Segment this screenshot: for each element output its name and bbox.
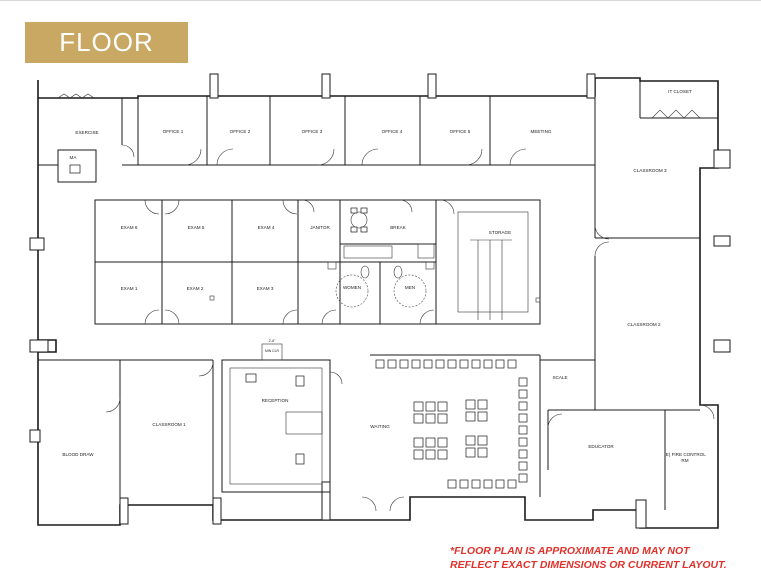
label-storage: STORAGE <box>489 230 511 235</box>
page-title: FLOOR PLAN <box>25 22 188 98</box>
disclaimer-line-2: REFLECT EXACT DIMENSIONS OR CURRENT LAYO… <box>450 559 727 571</box>
label-counter-note: MIN CLR <box>265 349 279 353</box>
top-room-walls <box>37 81 718 240</box>
label-exam-3: EXAM 3 <box>257 286 274 291</box>
label-fire-control-rm: RM <box>681 458 688 463</box>
pilaster <box>29 429 41 443</box>
right-room-walls <box>540 241 715 510</box>
label-office-5: OFFICE 5 <box>450 129 471 134</box>
label-exam-2: EXAM 2 <box>187 286 204 291</box>
floor-plan-diagram: EXERCISE OFFICE 1 OFFICE 2 OFFICE 3 OFFI… <box>29 73 731 529</box>
label-classroom-1: CLASSROOM 1 <box>152 422 186 427</box>
lower-left-walls <box>38 343 343 505</box>
pilaster <box>209 73 219 99</box>
label-classroom-3: CLASSROOM 3 <box>633 168 667 173</box>
waiting-area <box>361 354 541 512</box>
label-classroom-2: CLASSROOM 2 <box>627 322 661 327</box>
disclaimer-line-1: *FLOOR PLAN IS APPROXIMATE AND MAY NOT <box>450 545 690 557</box>
pilaster <box>586 73 596 99</box>
label-break: BREAK <box>390 225 407 230</box>
label-it-closet: IT CLOSET <box>668 89 692 94</box>
label-office-2: OFFICE 2 <box>230 129 251 134</box>
pilaster <box>713 235 731 247</box>
label-scale: SCALE <box>552 375 567 380</box>
label-ma: MA <box>70 155 78 160</box>
label-exam-1: EXAM 1 <box>121 286 138 291</box>
pilaster <box>212 497 222 525</box>
top-rule <box>0 0 761 1</box>
pilaster <box>427 73 437 99</box>
pilaster <box>119 497 129 525</box>
label-office-4: OFFICE 4 <box>382 129 403 134</box>
label-janitor: JANITOR <box>310 225 330 230</box>
label-exam-6: EXAM 6 <box>121 225 138 230</box>
label-fire-control: (E) FIRE CONTROL <box>664 452 706 457</box>
pilaster <box>321 481 331 521</box>
exam-block-walls <box>94 199 541 325</box>
label-women: WOMEN <box>343 285 361 290</box>
pilaster <box>29 339 49 353</box>
label-reception: RECEPTION <box>262 398 289 403</box>
pilaster <box>713 339 731 353</box>
outer-walls <box>29 73 731 529</box>
label-exercise: EXERCISE <box>75 130 98 135</box>
label-exam-4: EXAM 4 <box>258 225 275 230</box>
disclaimer-note: *FLOOR PLAN IS APPROXIMATE AND MAY NOT R… <box>450 544 750 572</box>
pilaster <box>321 73 331 99</box>
label-counter-dimension: 2'-6" <box>269 339 277 343</box>
label-educator: EDUCATOR <box>588 444 614 449</box>
label-meeting: MEETING <box>531 129 552 134</box>
label-men: MEN <box>405 285 415 290</box>
pilaster <box>635 499 647 529</box>
label-waiting: WAITING <box>370 424 390 429</box>
label-exam-5: EXAM 5 <box>188 225 205 230</box>
pilaster <box>29 237 45 251</box>
ma-nook <box>57 149 97 183</box>
label-office-1: OFFICE 1 <box>163 129 184 134</box>
pilaster <box>713 149 731 169</box>
label-office-3: OFFICE 3 <box>302 129 323 134</box>
label-blood-draw: BLOOD DRAW <box>62 452 94 457</box>
